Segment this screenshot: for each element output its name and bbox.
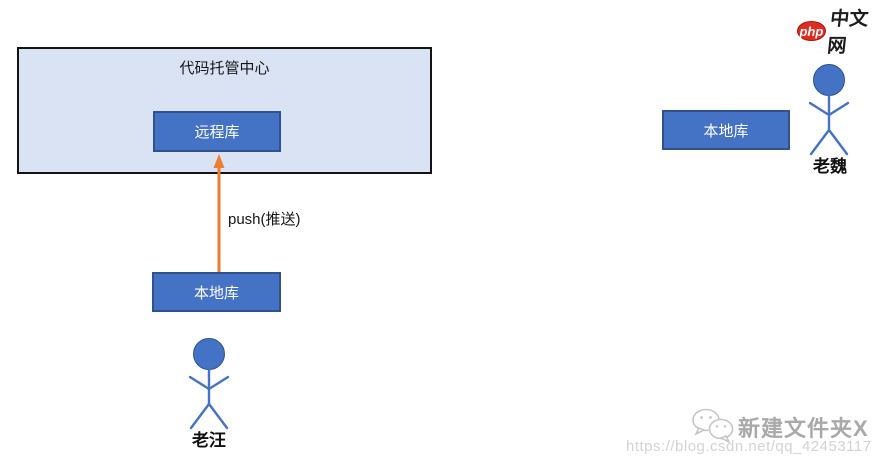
local-repo-box-left: 本地库 <box>152 272 281 312</box>
watermark-brand-text: 新建文件夹X <box>738 416 869 441</box>
person-name-right: 老魏 <box>813 157 847 176</box>
php-cn-logo: php 中文网 <box>797 4 878 58</box>
hosting-center-title: 代码托管中心 <box>179 60 270 77</box>
person-figure-right <box>808 64 850 156</box>
watermark-url: https://blog.csdn.net/qq_42453117 <box>626 438 872 455</box>
remote-repo-box: 远程库 <box>153 111 281 152</box>
wechat-icon <box>692 408 734 444</box>
push-arrow <box>213 154 225 273</box>
logo-site-text: 中文网 <box>826 9 870 57</box>
local-repo-box-right: 本地库 <box>662 110 790 150</box>
person-figure-left <box>188 338 230 430</box>
person-name-left: 老汪 <box>192 431 226 450</box>
php-logo-icon: php <box>797 21 826 41</box>
push-arrow-label: push(推送) <box>228 211 301 228</box>
hosting-center-box: 代码托管中心 <box>17 47 432 174</box>
